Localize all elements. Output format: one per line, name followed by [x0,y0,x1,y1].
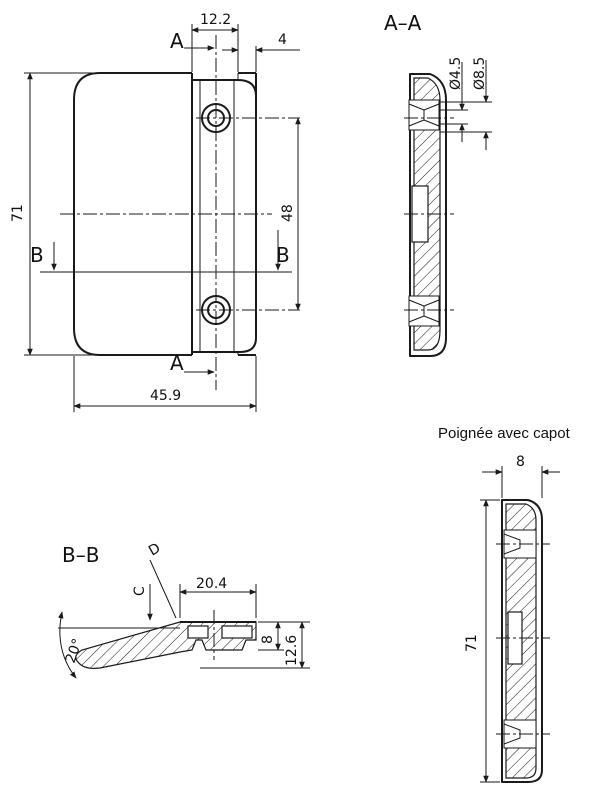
section-b-left-label: B [30,243,44,267]
dim-offset: 4 [278,32,287,48]
section-a-top-label: A [170,29,184,53]
section-bb-view: B–B 20.4 8 12.6 20° C D [57,540,310,679]
dim-hole-spacing: 48 [280,204,296,222]
section-a-bottom-label: A [170,351,184,375]
dim-height-total: 12.6 [284,635,300,666]
c-label: C [132,586,148,596]
dim-length: 20.4 [196,576,227,592]
dim-height: 71 [10,204,26,222]
dim-large-hole: Ø8.5 [472,57,488,90]
dim-total-width: 45.9 [150,388,181,404]
dim-small-hole: Ø4.5 [448,57,464,90]
section-b-right-label: B [276,243,290,267]
capot-dim-thickness: 8 [516,454,525,470]
capot-view: Poignée avec capot 8 71 [438,425,571,783]
dim-height-small: 8 [260,635,276,644]
dim-width-top: 12.2 [200,12,231,28]
capot-caption: Poignée avec capot [438,425,571,442]
section-aa-title: A–A [384,11,422,35]
front-view: B B A A 12.2 4 71 48 45.9 [10,12,301,412]
section-bb-title: B–B [62,543,99,567]
section-aa-view: A–A Ø4.5 Ø8.5 [384,11,492,357]
d-label: D [146,540,163,559]
capot-dim-height: 71 [464,634,480,652]
dim-angle: 20° [63,637,87,666]
